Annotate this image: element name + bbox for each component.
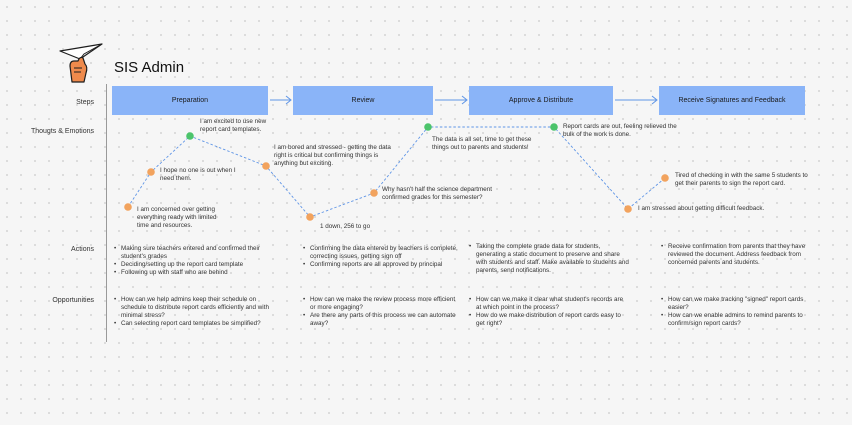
list-item: Can selecting report card templates be s… [113,320,277,328]
emotion-dot [550,123,558,131]
list-item: How do we make distribution of report ca… [468,312,628,328]
opportunities-receive-signatures: How can we make tracking "signed" report… [660,296,820,328]
list-item: Following up with staff who are behind [113,269,273,277]
arrow-right-icon [435,95,468,105]
thought-label: Report cards are out, feeling relieved t… [563,123,677,138]
page-title: SIS Admin [114,59,185,76]
stage-arrows [270,95,658,105]
stage-preparation[interactable]: Preparation [112,86,268,115]
hand-paper-airplane-icon [59,43,103,83]
emotion-dot [186,132,194,140]
thought-label: I am stressed about getting difficult fe… [638,205,765,212]
arrow-right-icon [270,95,292,105]
stage-receive-signatures[interactable]: Receive Signatures and Feedback [659,86,805,115]
thought-label: Tired of checking in with the same 5 stu… [675,172,808,187]
emotion-dot [624,205,632,213]
list-item: Making sure teachers entered and confirm… [113,245,273,261]
list-item: How can we enable admins to remind paren… [660,312,820,328]
list-item: How can we make it clear what student's … [468,296,628,312]
row-label-steps: Steps [76,99,94,106]
list-item: How can we make tracking "signed" report… [660,296,820,312]
list-item: Confirming reports are all approved by p… [302,261,462,269]
opportunities-preparation: How can we help admins keep their schedu… [113,296,277,328]
thought-label: I hope no one is out when I need them. [160,167,236,182]
row-label-actions: Actions [71,246,94,253]
actions-receive-signatures: Receive confirmation from parents that t… [660,243,820,267]
thought-label: The data is all set, time to get these t… [432,136,532,151]
emotion-dot [262,162,270,170]
emotion-dot [661,174,669,182]
stage-approve-distribute[interactable]: Approve & Distribute [469,86,613,115]
list-item: How can we make the review process more … [302,296,460,312]
emotion-dot [147,168,155,176]
thought-label: I am excited to use new report card temp… [200,118,267,133]
thought-label: I am concerned over getting everything r… [137,206,217,229]
actions-preparation: Making sure teachers entered and confirm… [113,245,273,277]
emotion-path-line [127,126,666,218]
list-item: Receive confirmation from parents that t… [660,243,820,267]
list-item: Deciding/setting up the report card temp… [113,261,273,269]
thought-label: Why hasn't half the science department c… [382,186,493,201]
emotion-dots [124,123,669,221]
row-label-opportunities: Opportunities [52,297,94,304]
list-item: How can we help admins keep their schedu… [113,296,277,320]
actions-review: Confirming the data entered by teachers … [302,245,462,269]
thought-label: I am bored and stressed - getting the da… [274,144,391,167]
emotion-dot [124,203,132,211]
list-item: Taking the complete grade data for stude… [468,243,630,275]
actions-approve-distribute: Taking the complete grade data for stude… [468,243,630,275]
opportunities-review: How can we make the review process more … [302,296,460,328]
emotion-dot [306,213,314,221]
swimlane-divider [106,84,107,342]
arrow-right-icon [615,95,658,105]
emotion-dot [370,189,378,197]
list-item: Confirming the data entered by teachers … [302,245,462,261]
row-label-thoughts: Thougts & Emotions [30,128,94,135]
stage-review[interactable]: Review [293,86,433,115]
thought-label: 1 down, 256 to go [320,223,371,230]
opportunities-approve-distribute: How can we make it clear what student's … [468,296,628,328]
list-item: Are there any parts of this process we c… [302,312,460,328]
emotion-dot [424,123,432,131]
